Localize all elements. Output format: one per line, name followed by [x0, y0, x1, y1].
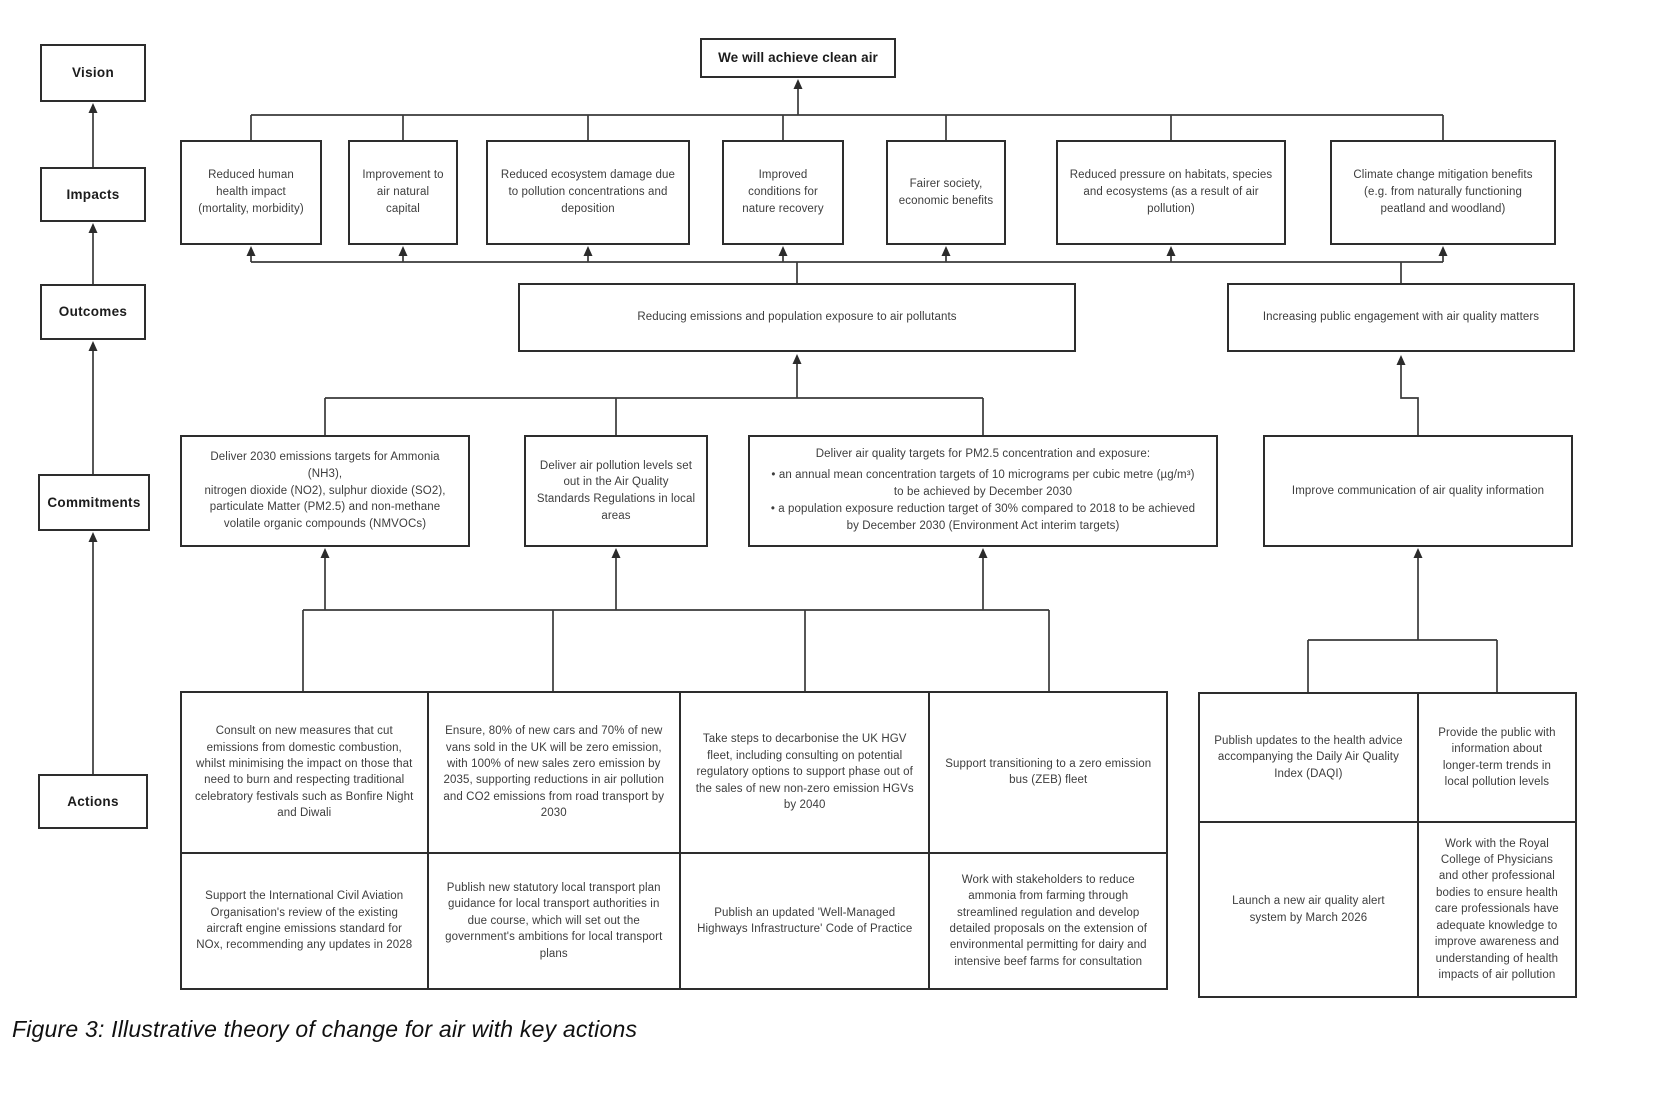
action-cell-highways-code: Publish an updated 'Well-Managed Highway… [679, 852, 930, 989]
actions-right-grid: Publish updates to the health advice acc… [1198, 692, 1577, 998]
impact-box-natural-capital: Improvement to air natural capital [348, 140, 458, 245]
outcome-box-engagement: Increasing public engagement with air qu… [1227, 283, 1575, 352]
action-cell-zeb-fleet: Support transitioning to a zero emission… [929, 692, 1167, 853]
commitment-pm25-intro: Deliver air quality targets for PM2.5 co… [815, 448, 1151, 461]
commitment-pm25-bullets: an annual mean concentration targets of … [760, 467, 1206, 536]
stage-label-outcomes: Outcomes [40, 284, 146, 340]
action-cell-hgv-fleet: Take steps to decarbonise the UK HGV fle… [679, 692, 930, 853]
stage-label-actions: Actions [38, 774, 148, 829]
impact-box-fairer-society: Fairer society, economic benefits [886, 140, 1006, 245]
commitment-box-communication: Improve communication of air quality inf… [1263, 435, 1573, 547]
stage-label-vision: Vision [40, 44, 146, 102]
stage-label-commitments: Commitments [38, 474, 150, 531]
action-cell-zero-emission-vehicles: Ensure, 80% of new cars and 70% of new v… [427, 692, 680, 853]
commitment-box-pm25-targets: Deliver air quality targets for PM2.5 co… [748, 435, 1218, 547]
commitment-pm25-bullet: a population exposure reduction target o… [766, 501, 1200, 534]
action-cell-alert-system: Launch a new air quality alert system by… [1199, 822, 1418, 997]
actions-left-grid: Consult on new measures that cut emissio… [180, 691, 1168, 990]
action-cell-local-transport-plans: Publish new statutory local transport pl… [427, 852, 680, 989]
action-cell-farming-ammonia: Work with stakeholders to reduce ammonia… [929, 852, 1167, 989]
action-cell-pollution-trends-info: Provide the public with information abou… [1417, 693, 1576, 823]
action-cell-royal-college: Work with the Royal College of Physician… [1417, 822, 1576, 997]
impact-box-climate: Climate change mitigation benefits (e.g.… [1330, 140, 1556, 245]
commitment-pm25-bullet: an annual mean concentration targets of … [766, 467, 1200, 500]
impact-box-nature-recovery: Improved conditions for nature recovery [722, 140, 844, 245]
action-cell-aviation-nox: Support the International Civil Aviation… [181, 852, 428, 989]
impact-box-ecosystem-damage: Reduced ecosystem damage due to pollutio… [486, 140, 690, 245]
outcome-box-emissions: Reducing emissions and population exposu… [518, 283, 1076, 352]
stage-label-impacts: Impacts [40, 167, 146, 222]
commitment-box-emissions-targets: Deliver 2030 emissions targets for Ammon… [180, 435, 470, 547]
impact-box-habitats: Reduced pressure on habitats, species an… [1056, 140, 1286, 245]
commitment-box-local-levels: Deliver air pollution levels set out in … [524, 435, 708, 547]
action-cell-daqi-health-advice: Publish updates to the health advice acc… [1199, 693, 1418, 823]
action-cell-domestic-combustion: Consult on new measures that cut emissio… [181, 692, 428, 853]
impact-box-health: Reduced human health impact (mortality, … [180, 140, 322, 245]
figure-caption: Figure 3: Illustrative theory of change … [12, 1016, 638, 1042]
vision-statement-box: We will achieve clean air [700, 38, 896, 78]
